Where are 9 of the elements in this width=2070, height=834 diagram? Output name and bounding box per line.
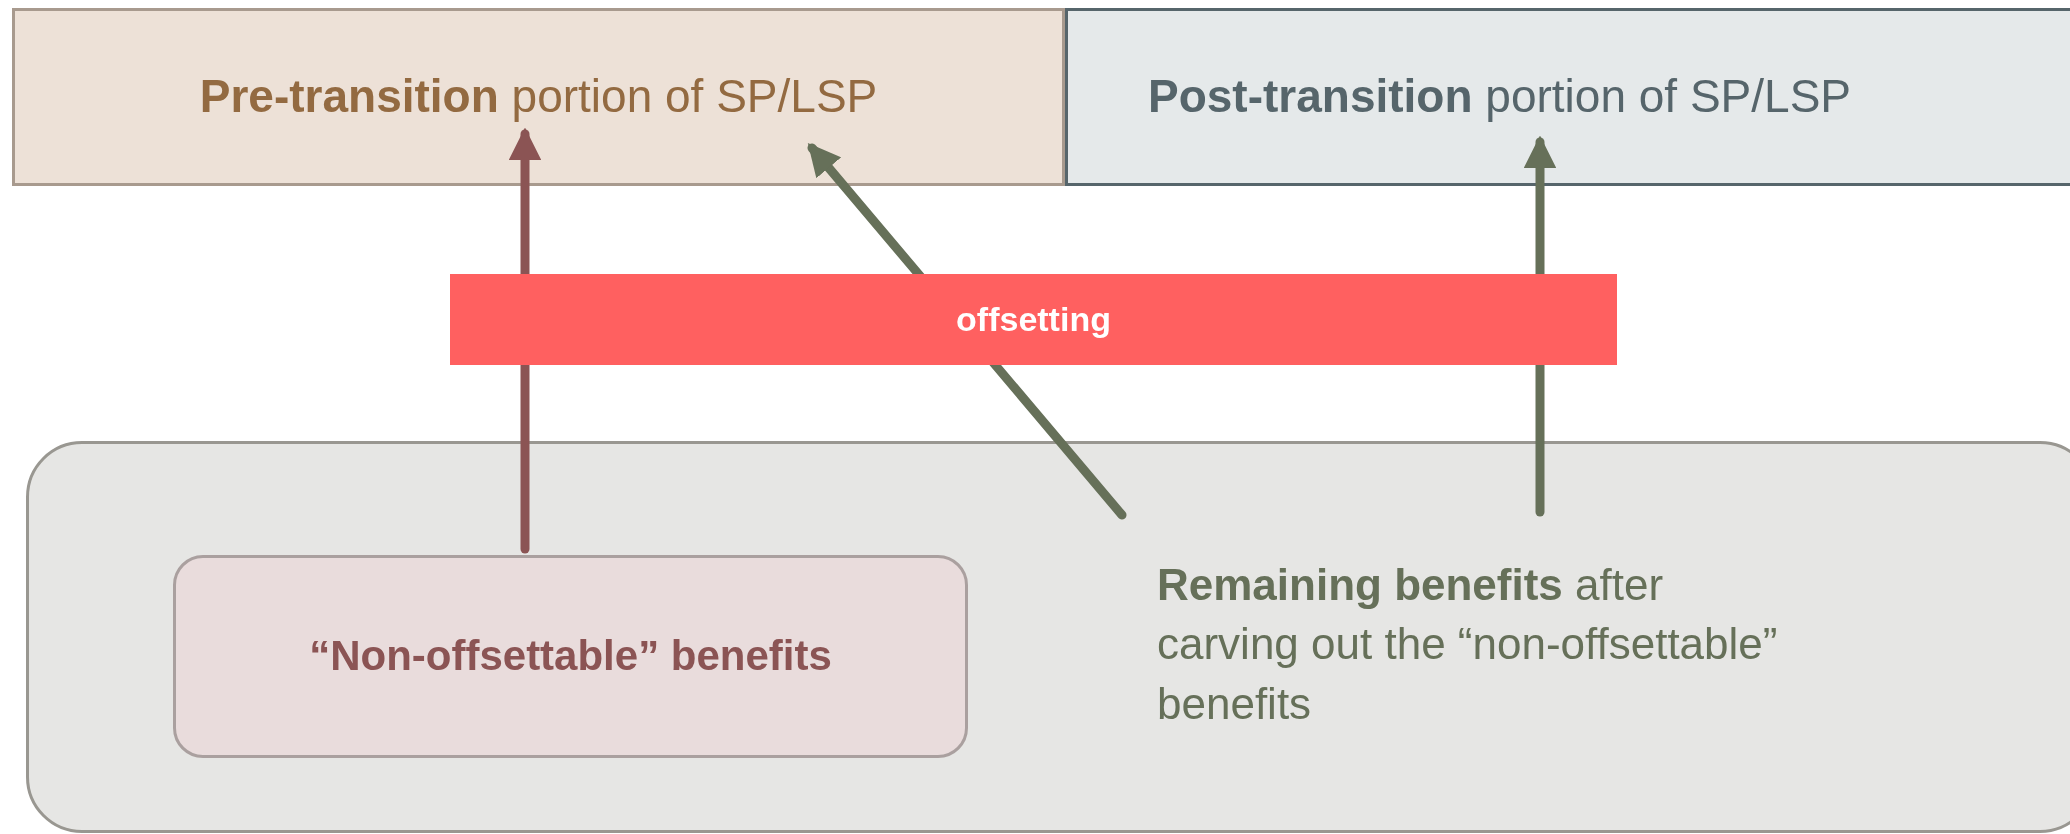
band-label: offsetting	[956, 300, 1111, 339]
pre-transition-box	[12, 8, 1065, 186]
non-offsettable-box	[173, 555, 968, 758]
node-label: Pre-transition portion of SP/LSP	[199, 69, 878, 125]
node-label: “Non-offsettable” benefits	[309, 631, 832, 682]
post-transition-box	[1065, 8, 2070, 186]
node-label: Post-transition portion of SP/LSP	[1148, 69, 1851, 125]
remaining-benefits-text: Remaining benefits after carving out the “non-offsettable” benefits	[1157, 558, 1779, 730]
benefits-container	[26, 441, 2070, 833]
